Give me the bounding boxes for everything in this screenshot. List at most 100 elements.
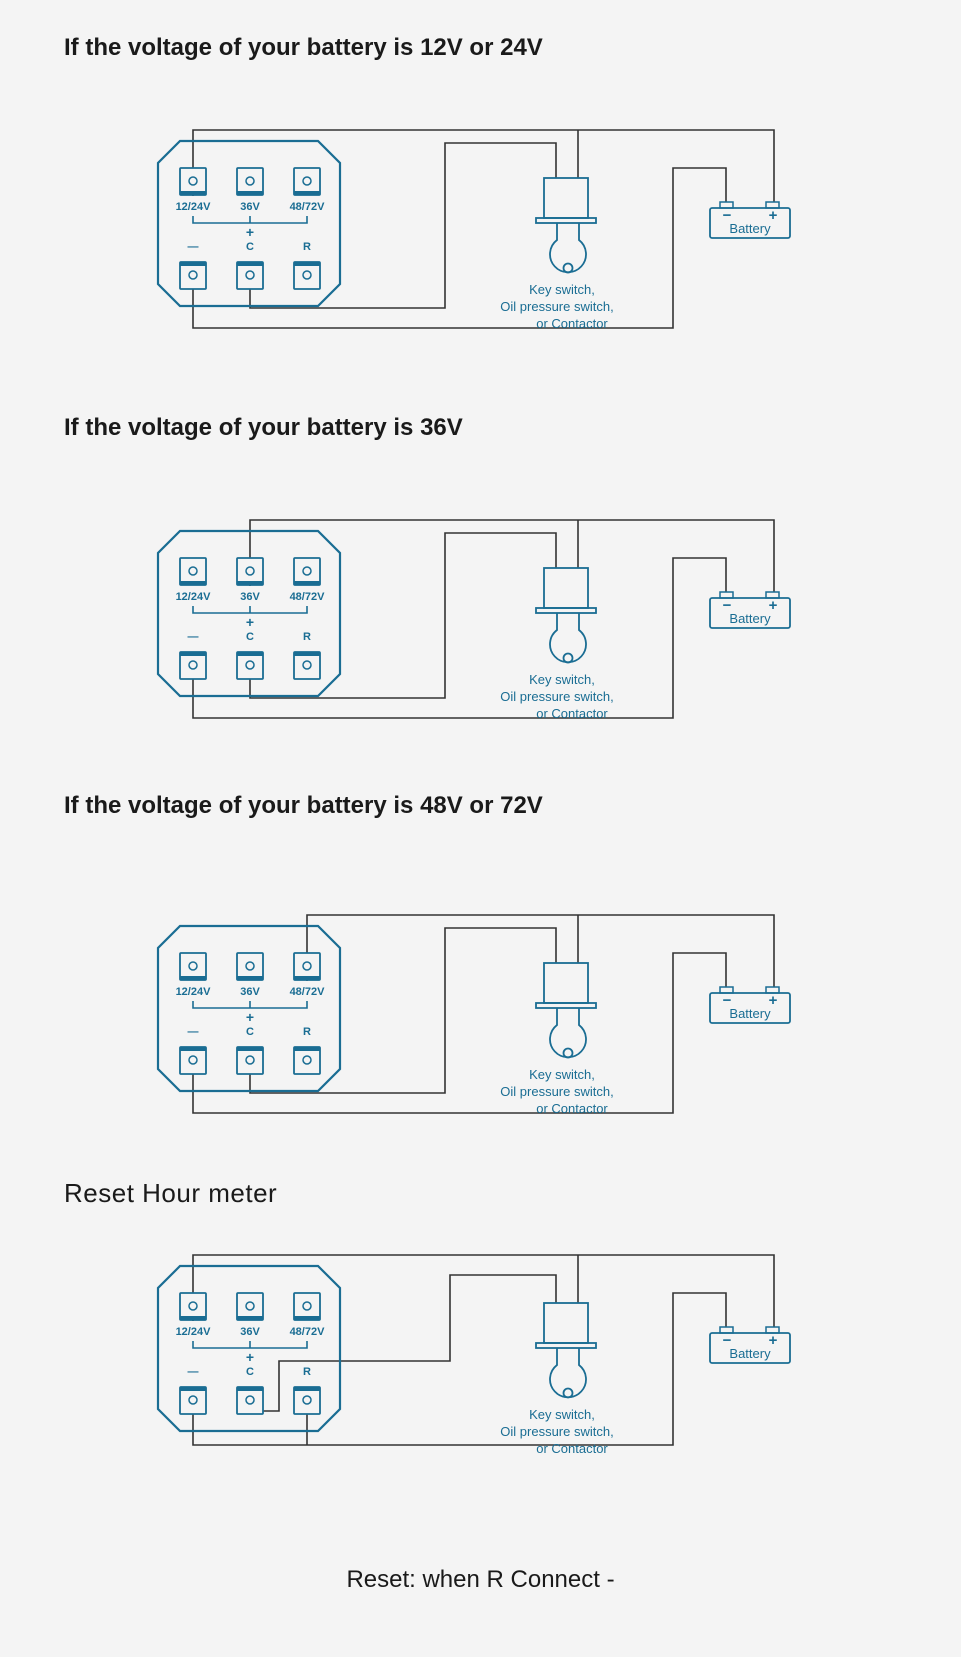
terminal-label: 36V (240, 1326, 260, 1338)
battery-plus-post (765, 201, 780, 209)
switch-flange (535, 217, 597, 224)
terminal-bar (294, 652, 320, 656)
battery-body (709, 597, 791, 629)
terminal-bar (180, 581, 206, 585)
terminal-label: — (188, 1026, 199, 1038)
terminal-bar (237, 976, 263, 980)
terminal-bar (180, 1047, 206, 1051)
terminal-screw-icon (245, 176, 255, 186)
terminal-screw-icon (188, 1301, 198, 1311)
battery-body (709, 207, 791, 239)
terminal-C (236, 651, 264, 680)
terminal-label: R (303, 631, 311, 643)
hour-meter-body (156, 1264, 342, 1433)
terminal-screw-icon (188, 1395, 198, 1405)
terminal-screw-icon (245, 270, 255, 280)
terminal-screw-icon (302, 660, 312, 670)
switch-label-line: Oil pressure switch, (500, 1084, 613, 1099)
switch-key-hole (562, 652, 574, 664)
terminal-12/24V (179, 167, 207, 196)
battery-label: Battery (729, 1346, 771, 1361)
terminal-bar (294, 1047, 320, 1051)
switch-flange (535, 607, 597, 614)
terminal-bar (237, 262, 263, 266)
switch-label-line: or Contactor (536, 1101, 608, 1116)
wires (192, 1254, 775, 1446)
switch-body (543, 567, 589, 609)
terminal-48/72V (293, 952, 321, 981)
hour-meter-body (156, 529, 342, 698)
terminal-label: 48/72V (290, 1326, 326, 1338)
terminal-R (293, 651, 321, 680)
terminal-label: 36V (240, 986, 260, 998)
switch-label-line: Key switch, (529, 1407, 595, 1422)
wire-c-to-switch (249, 142, 557, 309)
battery-icon: −+Battery (709, 201, 791, 239)
switch-key-hole (562, 1387, 574, 1399)
battery-body (709, 992, 791, 1024)
hour-meter-body (156, 924, 342, 1093)
key-switch-icon (535, 177, 597, 274)
battery-plus-sign: + (769, 207, 778, 224)
switch-label-line: or Contactor (536, 316, 608, 331)
battery-minus-post (719, 201, 734, 209)
terminal-label: 48/72V (290, 201, 326, 213)
terminal-label: R (303, 1366, 311, 1378)
wire-minus-to-battery (192, 952, 727, 1114)
switch-body (543, 177, 589, 219)
switch-key-hole (562, 262, 574, 274)
terminal-36V (236, 557, 264, 586)
terminal-48/72V (293, 557, 321, 586)
terminal-bar (237, 191, 263, 195)
section-heading-36v: If the voltage of your battery is 36V (64, 414, 463, 441)
battery-label: Battery (729, 221, 771, 236)
battery-plus-sign: + (769, 992, 778, 1009)
wire-plus-to-battery (192, 129, 775, 202)
terminal-screw-icon (302, 1301, 312, 1311)
terminal-36V (236, 167, 264, 196)
plus-label: + (246, 1009, 254, 1025)
terminal-screw-icon (245, 1055, 255, 1065)
terminal-screw-icon (188, 566, 198, 576)
terminal-screw-icon (245, 566, 255, 576)
wire-c-to-switch (254, 1274, 557, 1412)
terminal-bar (294, 976, 320, 980)
terminal-C (236, 261, 264, 290)
wires (192, 914, 775, 1114)
switch-label-line: Key switch, (529, 282, 595, 297)
switch-flange (535, 1002, 597, 1009)
terminal-bar (237, 581, 263, 585)
switch-label-line: or Contactor (536, 1441, 608, 1456)
battery-plus-post (765, 986, 780, 994)
switch-body (543, 1302, 589, 1344)
terminal-screw-icon (188, 176, 198, 186)
terminal-48/72V (293, 1292, 321, 1321)
terminal-label: C (246, 1026, 254, 1038)
terminal-screw-icon (302, 1395, 312, 1405)
terminal-bar (294, 1387, 320, 1391)
key-switch-icon (535, 1302, 597, 1399)
terminal-label: — (188, 631, 199, 643)
terminal-36V (236, 952, 264, 981)
terminal-screw-icon (302, 961, 312, 971)
switch-label-line: Oil pressure switch, (500, 1424, 613, 1439)
wire-c-to-switch (249, 532, 557, 699)
wire-minus-to-battery (192, 557, 727, 719)
battery-plus-sign: + (769, 597, 778, 614)
terminal-label: C (246, 631, 254, 643)
terminal-bar (180, 1316, 206, 1320)
battery-minus-sign: − (723, 597, 732, 614)
terminal-screw-icon (245, 961, 255, 971)
terminal-label: R (303, 241, 311, 253)
section-heading-12-24v: If the voltage of your battery is 12V or… (64, 34, 543, 61)
switch-body (543, 962, 589, 1004)
terminal-bar (237, 1047, 263, 1051)
terminal-bar (294, 1316, 320, 1320)
terminal-label: 12/24V (176, 1326, 212, 1338)
switch-key-hole (562, 1047, 574, 1059)
battery-plus-sign: + (769, 1332, 778, 1349)
